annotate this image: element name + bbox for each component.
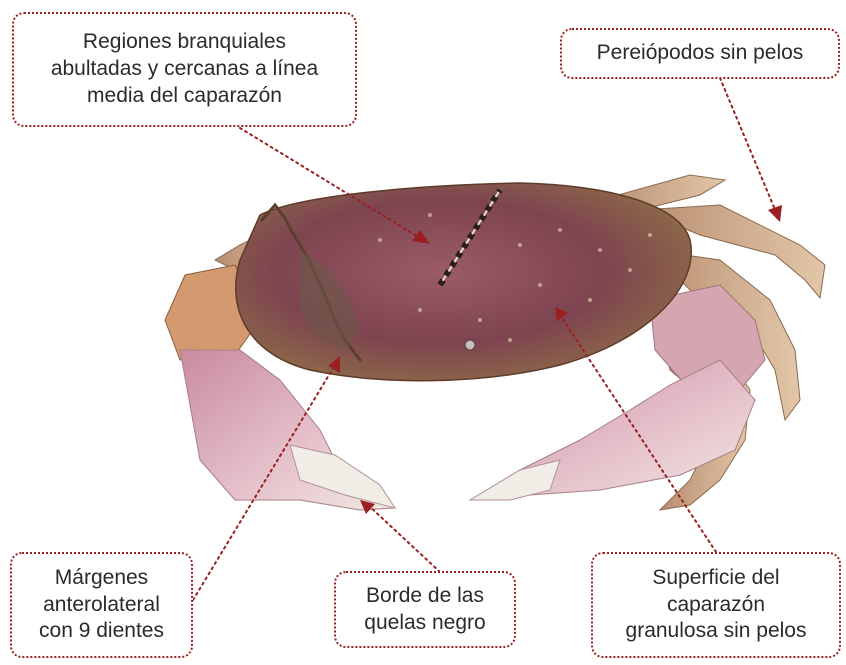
carapace [235,182,692,382]
arrowhead-pereiopodos [768,205,782,222]
arrowheads [328,205,782,514]
leader-pereiopodos [719,77,777,213]
leader-superficie [559,314,717,553]
label-pereiopodos: Pereiópodos sin pelos [596,41,804,65]
callout-branquiales: Regiones branquiales abultadas y cercana… [12,12,357,127]
leader-margenes [189,364,336,606]
arrowhead-superficie [555,307,568,321]
callout-pereiopodos: Pereiópodos sin pelos [560,28,840,79]
callout-quelas: Borde de las quelas negro [334,571,516,648]
callout-margenes: Márgenes anterolateral con 9 dientes [10,552,193,658]
arrowhead-margenes [328,356,340,373]
leader-lines [189,77,777,606]
right-cheliped [468,284,766,501]
callout-superficie: Superficie del caparazón granulosa sin p… [591,552,841,658]
leader-quelas [367,504,441,573]
label-branquiales: Regiones branquiales abultadas y cercana… [50,30,319,107]
label-superficie: Superficie del caparazón granulosa sin p… [625,565,807,643]
label-quelas: Borde de las quelas negro [364,583,486,634]
leader-branquiales [239,127,421,239]
label-margenes: Márgenes anterolateral con 9 dientes [39,565,164,643]
arrowhead-quelas [360,500,375,514]
arrowhead-branquiales [412,230,430,244]
